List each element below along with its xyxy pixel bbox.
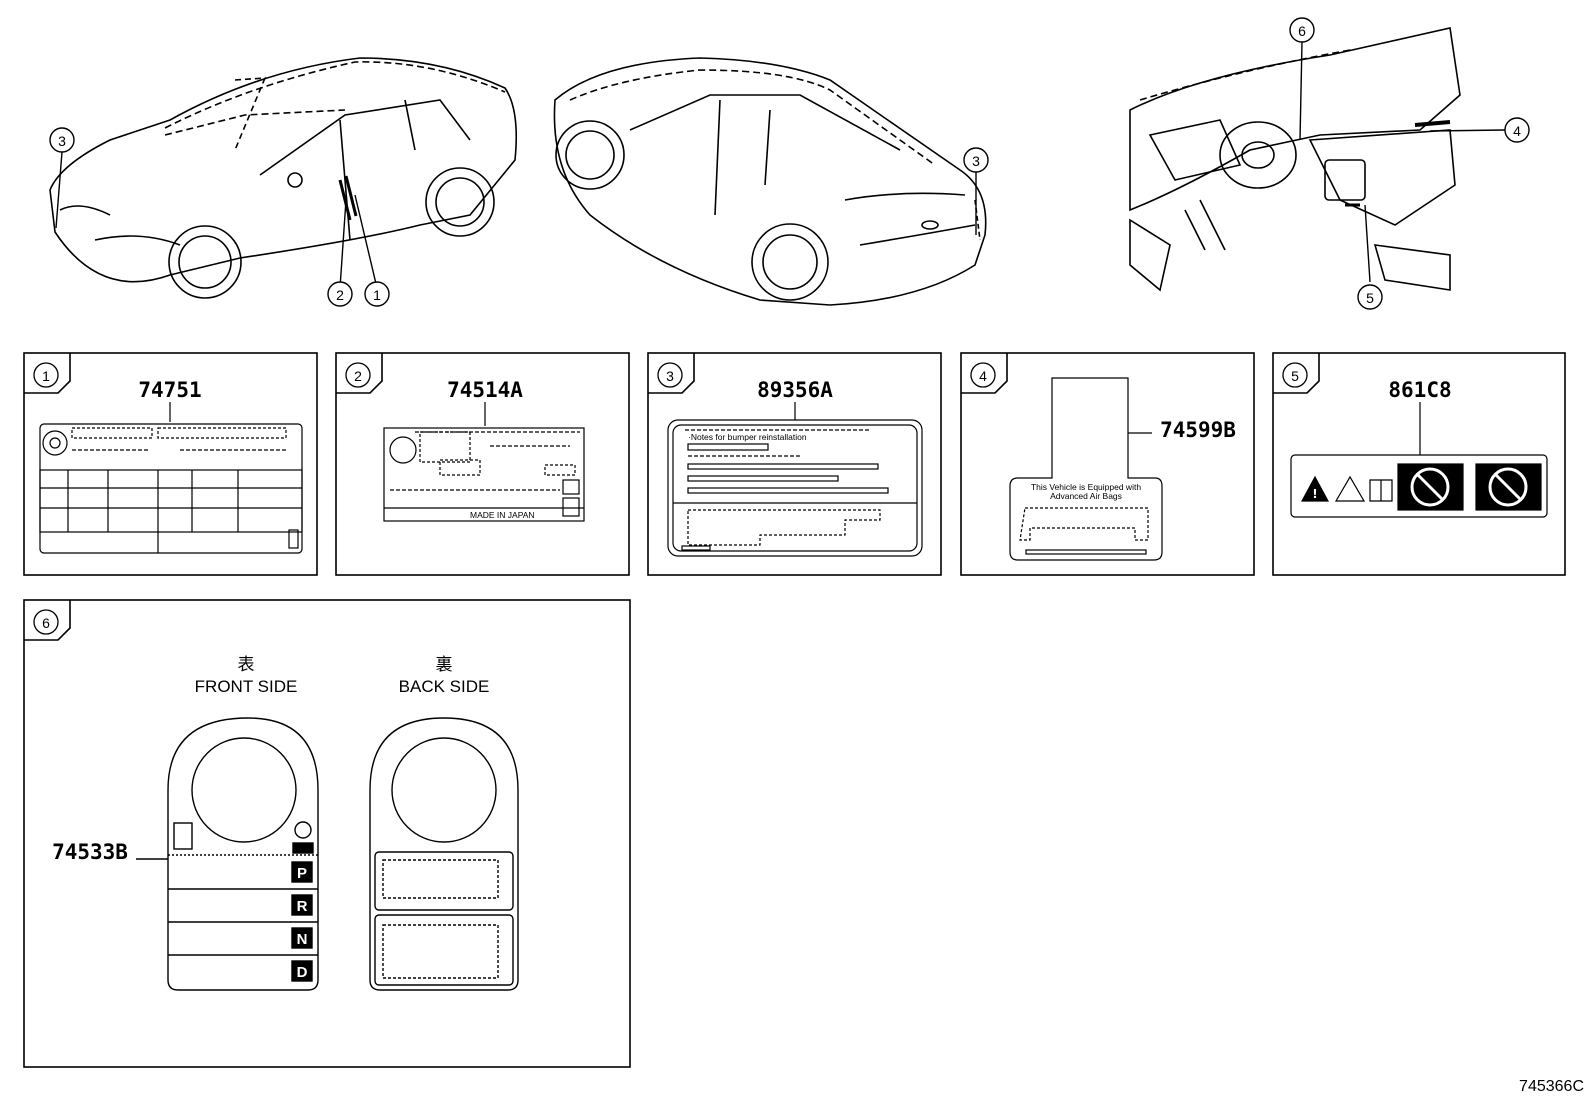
gear-r: R bbox=[297, 898, 308, 915]
callout-3-rear: 3 bbox=[972, 153, 980, 169]
exclamation-icon: ! bbox=[1312, 487, 1317, 501]
tag-headings: 表 FRONT SIDE 裏 BACK SIDE bbox=[195, 654, 490, 696]
part-number-74599b: 74599B bbox=[1160, 418, 1236, 442]
gear-n: N bbox=[297, 931, 308, 948]
back-side-heading: BACK SIDE bbox=[399, 677, 490, 696]
callout-1-top: 1 bbox=[373, 287, 381, 303]
shift-tag-back bbox=[369, 717, 519, 991]
panel-2-callout: 2 bbox=[354, 368, 362, 384]
part-number-861c8: 861C8 bbox=[1388, 378, 1451, 402]
callout-3-front: 3 bbox=[58, 133, 66, 149]
back-side-jp: 裏 bbox=[436, 654, 453, 674]
made-in-text: MADE IN JAPAN bbox=[470, 510, 535, 520]
part-number-74533b: 74533B bbox=[52, 840, 128, 864]
gear-p: P bbox=[297, 865, 307, 882]
panel-1-callout: 1 bbox=[42, 368, 50, 384]
panel-3-callout: 3 bbox=[666, 368, 674, 384]
shift-tag-front bbox=[136, 717, 319, 991]
gear-letters: P R N D bbox=[297, 865, 308, 981]
tire-pressure-label bbox=[39, 402, 303, 554]
car-interior-view bbox=[1129, 27, 1461, 292]
front-side-jp: 表 bbox=[238, 655, 255, 674]
airbag-label bbox=[1009, 377, 1163, 561]
panel-callout-numbers: 1 2 3 4 5 6 bbox=[42, 368, 1299, 631]
panel-callouts bbox=[33, 362, 1308, 635]
top-callout-numbers: 3 2 1 3 6 4 5 bbox=[58, 23, 1521, 306]
part-number-74751: 74751 bbox=[138, 378, 201, 402]
bumper-notes-label bbox=[667, 402, 923, 557]
warning-pictogram-label bbox=[1290, 402, 1548, 518]
callout-6-top: 6 bbox=[1298, 23, 1306, 39]
airbag-line-2: Advanced Air Bags bbox=[1050, 491, 1122, 501]
certification-label bbox=[383, 402, 585, 522]
callout-2-top: 2 bbox=[336, 287, 344, 303]
car-rear-view bbox=[553, 57, 987, 306]
gear-d: D bbox=[297, 964, 308, 981]
panel-6-callout: 6 bbox=[42, 615, 50, 631]
top-callouts bbox=[49, 17, 1530, 310]
part-number-74514a: 74514A bbox=[447, 378, 523, 402]
front-side-heading: FRONT SIDE bbox=[195, 677, 298, 696]
reference-code: 745366C bbox=[1519, 1078, 1584, 1095]
panel-4-callout: 4 bbox=[979, 368, 987, 384]
airbag-line-1: This Vehicle is Equipped with bbox=[1031, 482, 1141, 492]
panel-5-callout: 5 bbox=[1291, 368, 1299, 384]
car-front-view bbox=[49, 57, 518, 299]
bumper-notes-text: ·Notes for bumper reinstallation bbox=[688, 432, 807, 442]
part-numbers: 74751 74514A 89356A 74599B 861C8 74533B bbox=[52, 378, 1452, 864]
part-number-89356a: 89356A bbox=[757, 378, 833, 402]
callout-4-top: 4 bbox=[1513, 123, 1521, 139]
callout-5-top: 5 bbox=[1366, 290, 1374, 306]
panel-frames bbox=[23, 352, 1566, 1068]
